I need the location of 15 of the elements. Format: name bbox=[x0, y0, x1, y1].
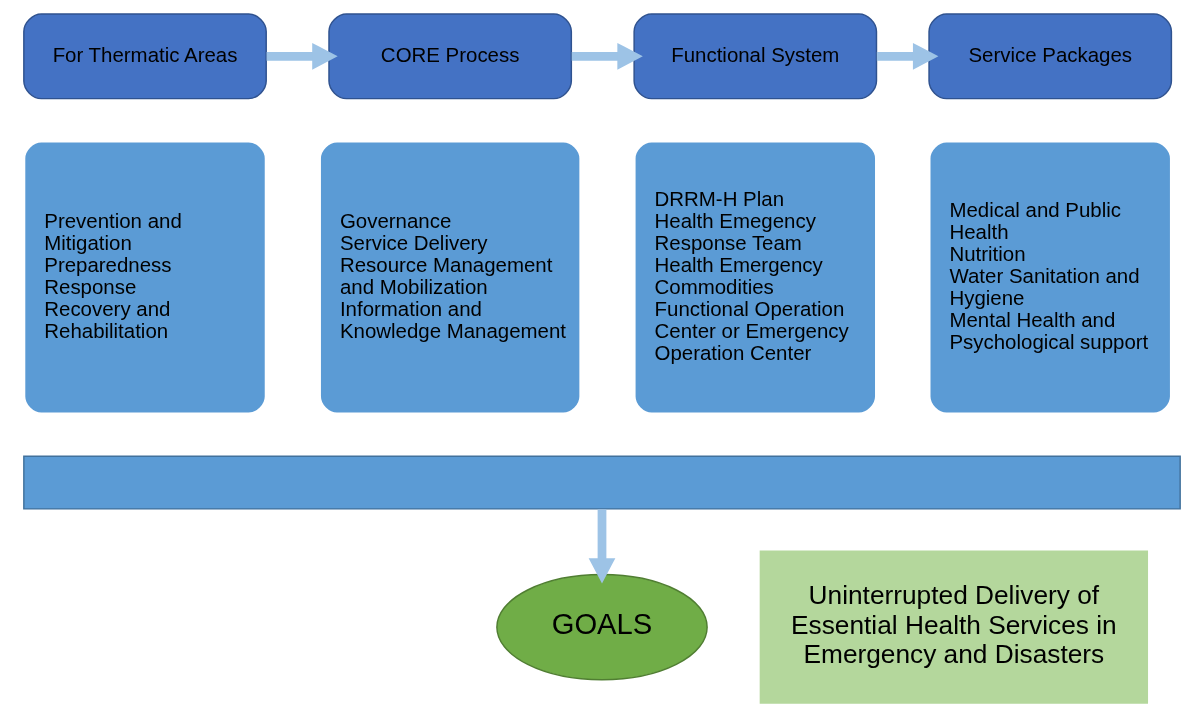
node-ellipse: GOALS bbox=[496, 573, 708, 681]
node-box: For Thermatic Areas bbox=[23, 13, 267, 100]
node-box: Uninterrupted Delivery of Essential Health Services in Emergency and Disasters bbox=[759, 550, 1149, 704]
node-box: Service Packages bbox=[928, 13, 1173, 100]
arrow bbox=[571, 42, 643, 70]
node-bar bbox=[23, 455, 1181, 510]
node-box: Medical and Public Health Nutrition Water Sanitation and Hygiene Mental Health and Psychological support bbox=[927, 139, 1173, 416]
arrow bbox=[876, 42, 939, 70]
node-box: Prevention and Mitigation Preparedness Response Recovery and Rehabilitation bbox=[22, 139, 268, 416]
arrow bbox=[266, 42, 338, 70]
node-box: Functional System bbox=[633, 13, 878, 100]
node-box: CORE Process bbox=[328, 13, 573, 100]
arrow bbox=[588, 509, 616, 584]
node-box: Governance Service Delivery Resource Management and Mobilization Information and Knowledge Management bbox=[318, 139, 583, 416]
node-box: DRRM-H Plan Health Emegency Response Team Health Emergency Commodities Functional Operation Center or Emergency Operation Center bbox=[632, 139, 878, 416]
